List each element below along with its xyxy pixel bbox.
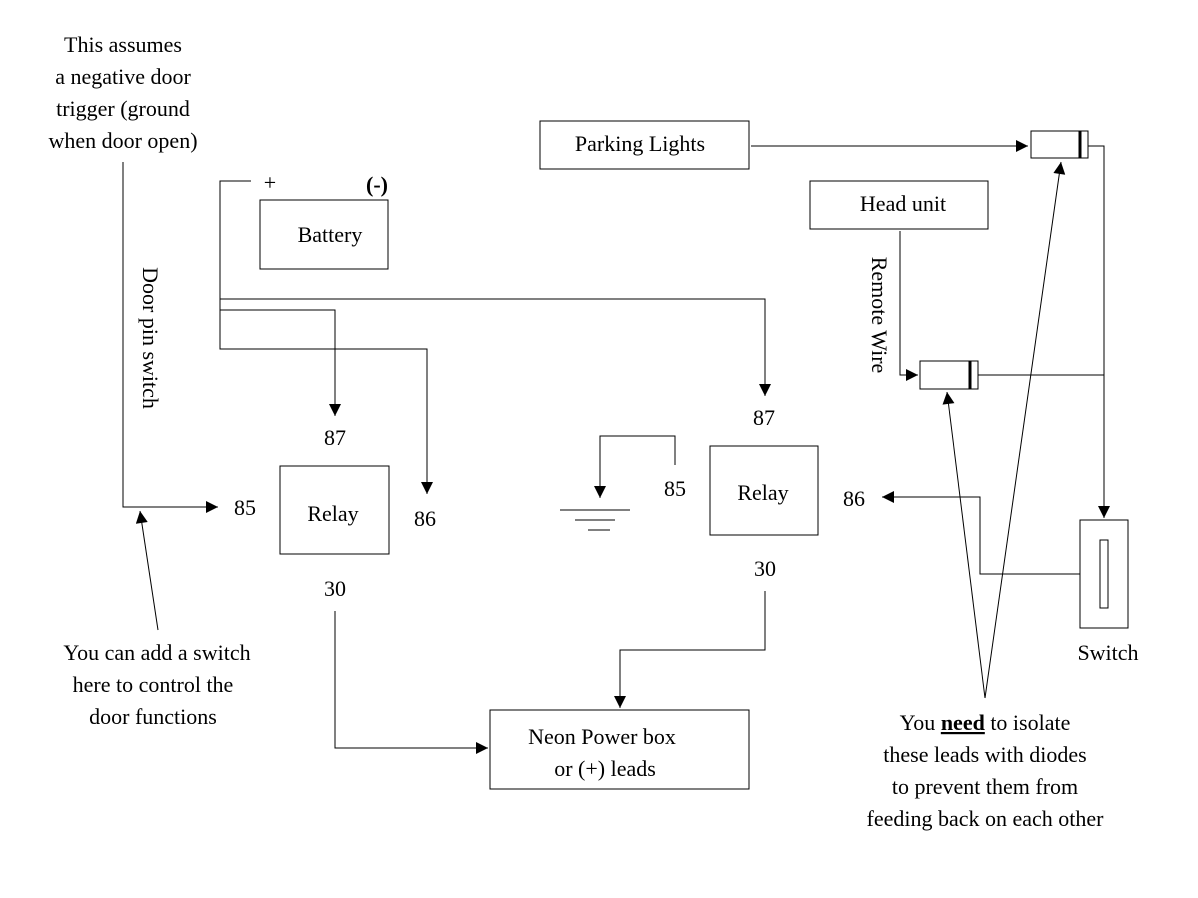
door-pin-switch-label: Door pin switch — [138, 267, 163, 409]
diode-output-bus — [1088, 145, 1110, 518]
relay-right-87-feed — [220, 298, 771, 396]
isolate-diodes-note: You need to isolate these leads with dio… — [867, 710, 1105, 831]
switch-box — [1079, 519, 1129, 629]
diode-note-arrow-parking — [984, 161, 1066, 699]
parking-lights-label: Parking Lights — [575, 131, 705, 156]
door-pin-wire — [122, 162, 218, 513]
relay-left-pin87: 87 — [324, 425, 346, 450]
relay-right-label: Relay — [737, 480, 788, 505]
relay-left-30-wire — [334, 611, 488, 754]
note-line: these leads with diodes — [883, 742, 1086, 767]
battery-minus-label: (-) — [366, 172, 388, 197]
note-line: You need to isolate — [900, 710, 1071, 735]
note-line: This assumes — [64, 32, 182, 57]
relay-left-pin86: 86 — [414, 506, 436, 531]
relay-right-30-wire — [614, 591, 766, 708]
relay-right-pin87: 87 — [753, 405, 775, 430]
head-unit-box — [809, 180, 989, 230]
remote-wire — [899, 231, 918, 381]
switch-label: Switch — [1077, 640, 1138, 665]
relay-left-87-feed — [220, 309, 341, 416]
battery-positive-wire — [219, 180, 433, 494]
relay-right-box — [709, 445, 819, 536]
switch-note-arrow — [135, 510, 159, 631]
switch-to-relay-86-wire — [882, 491, 1080, 575]
relay-left-pin30: 30 — [324, 576, 346, 601]
head-unit-label: Head unit — [860, 191, 946, 216]
neon-box-line1: Neon Power box — [528, 724, 676, 749]
note-line: here to control the — [73, 672, 234, 697]
relay-left-label: Relay — [307, 501, 358, 526]
remote-wire-label: Remote Wire — [867, 257, 892, 374]
battery-box — [259, 199, 389, 270]
note-line: when door open) — [48, 128, 197, 153]
note-line: to prevent them from — [892, 774, 1078, 799]
switch-lever — [1099, 539, 1109, 609]
parking-lights-box — [539, 120, 750, 170]
note-line: feeding back on each other — [867, 806, 1105, 831]
relay-right-pin85: 85 — [664, 476, 686, 501]
note-line: You can add a switch — [63, 640, 250, 665]
relay-left-box — [279, 465, 390, 555]
note-line: a negative door — [55, 64, 191, 89]
relay-right-pin86: 86 — [843, 486, 865, 511]
neon-box-line2: or (+) leads — [554, 756, 656, 781]
battery-plus-label: + — [264, 170, 276, 195]
note-line: door functions — [89, 704, 217, 729]
relay-right-pin30: 30 — [754, 556, 776, 581]
diode-remote-wire — [919, 360, 979, 390]
relay-left-pin85: 85 — [234, 495, 256, 520]
diode-parking-lights — [1030, 130, 1089, 159]
ground-wire — [594, 435, 676, 498]
battery-label: Battery — [298, 222, 363, 247]
ground-symbol — [560, 509, 630, 531]
neon-power-box — [489, 709, 750, 790]
negative-trigger-note: This assumes a negative door trigger (gr… — [48, 32, 197, 153]
add-switch-note: You can add a switch here to control the… — [63, 640, 250, 729]
note-line: trigger (ground — [56, 96, 190, 121]
diode-note-arrow-remote — [942, 391, 986, 699]
